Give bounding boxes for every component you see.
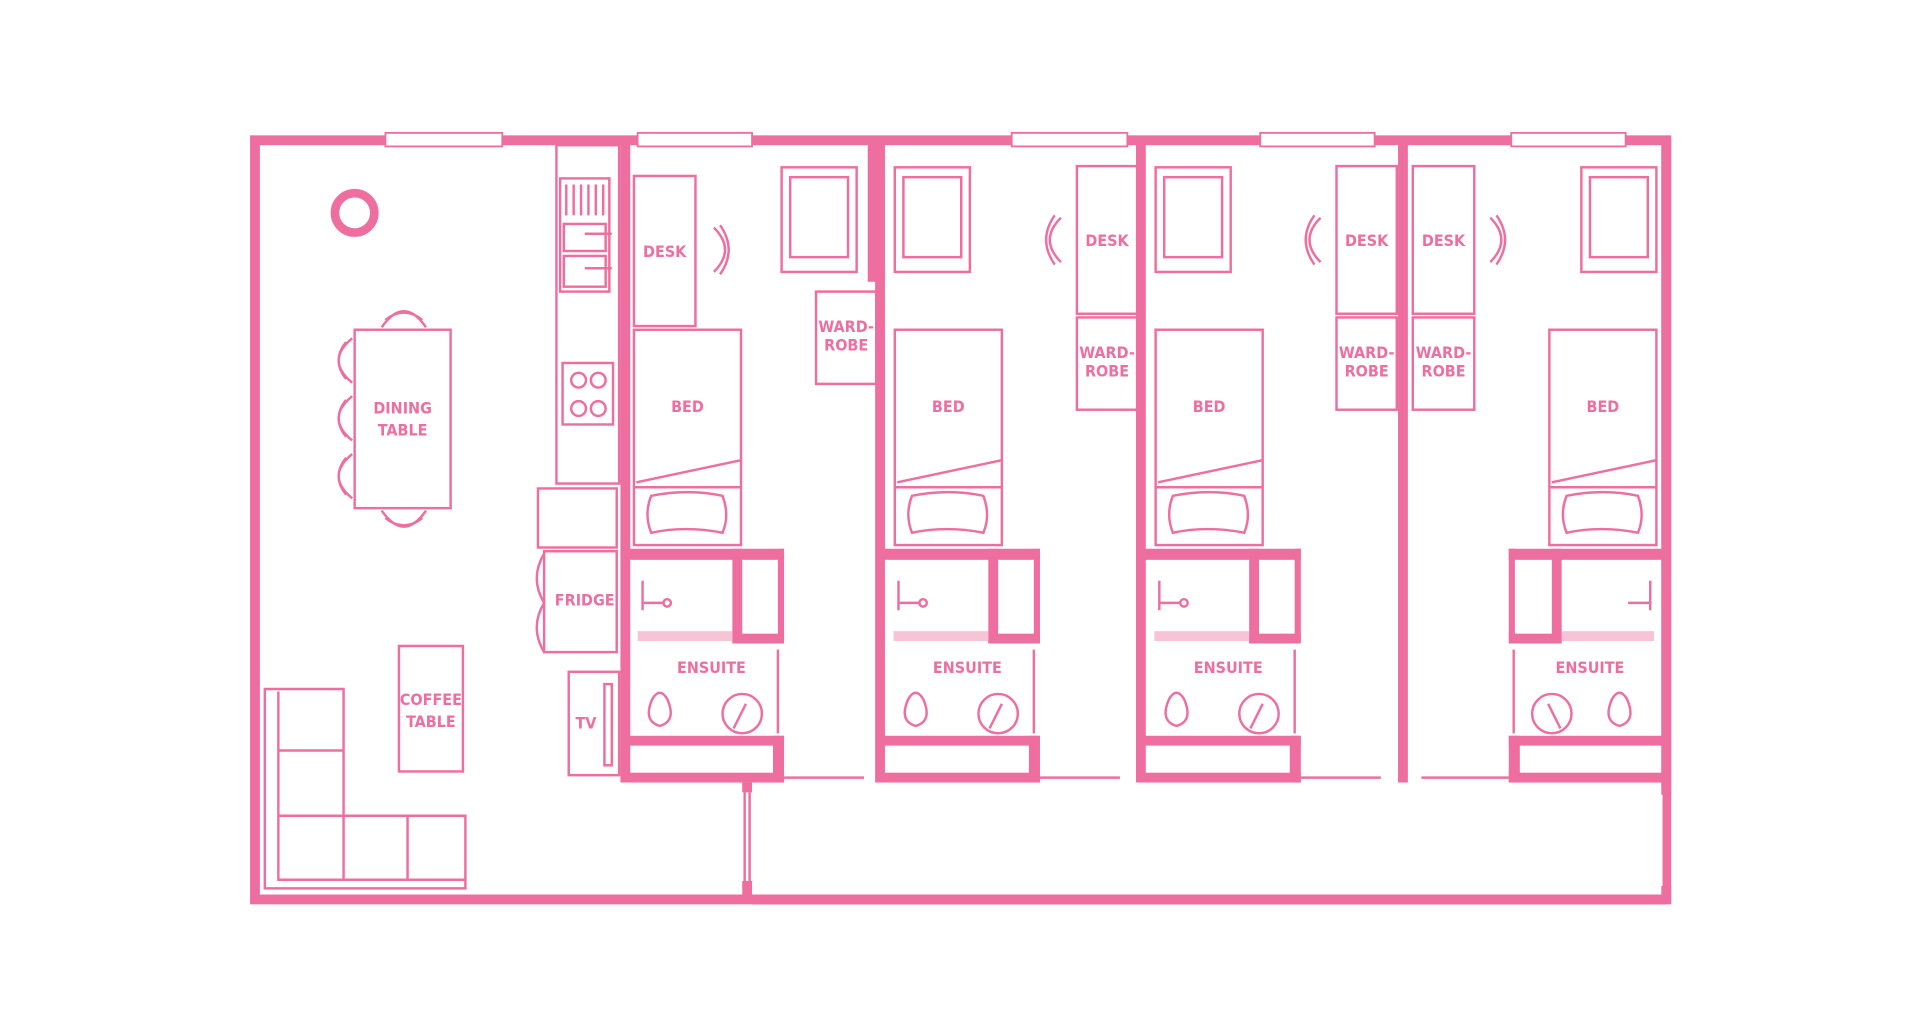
chair-icon (713, 224, 730, 276)
desk: DESK (632, 174, 697, 328)
chair-icon (1304, 214, 1322, 266)
armchair (1580, 166, 1658, 274)
pillow (646, 490, 728, 535)
bedroom-3: DESK WARD-ROBE BED ENSUITE (1144, 164, 1399, 783)
label: ROBE (1345, 362, 1389, 381)
bedroom-4: DESK WARD-ROBE BED ENSUITE (1411, 164, 1666, 783)
svg-text:DINING: DINING (373, 398, 432, 417)
bed: BED (1154, 328, 1264, 547)
label: ROBE (1421, 362, 1465, 381)
basin-icon (1238, 692, 1280, 735)
armchair (780, 166, 858, 274)
tap-icon (897, 580, 921, 611)
dining-table: DINING TABLE (337, 310, 452, 528)
svg-text:COFFEE: COFFEE (400, 690, 462, 709)
pillow (907, 490, 989, 535)
bed: BED (893, 328, 1004, 547)
label: ENSUITE (933, 658, 1002, 677)
fridge: FRIDGE (535, 549, 618, 654)
window (384, 131, 504, 148)
armchair (1154, 166, 1232, 274)
label: BED (671, 397, 704, 416)
sofa (263, 687, 467, 890)
window (1010, 131, 1129, 148)
chair-icon (380, 509, 428, 528)
chair-icon (380, 310, 428, 328)
label: DESK (1345, 231, 1389, 250)
chair-icon (1489, 214, 1507, 266)
toilet-icon (1607, 691, 1632, 728)
bedroom-2: DESK WARD-ROBE BED ENSUITE (883, 164, 1139, 783)
desk: DESK (1075, 164, 1139, 315)
coffee-table: COFFEE TABLE (397, 644, 465, 773)
tv-unit: TV (567, 670, 621, 777)
label: BED (1587, 397, 1620, 416)
windows (384, 131, 1627, 148)
basin-icon (721, 692, 764, 735)
label: ENSUITE (677, 658, 746, 677)
hob-icon (561, 361, 615, 426)
svg-text:TABLE: TABLE (378, 421, 428, 440)
label: WARD- (1079, 343, 1135, 362)
desk: DESK (1335, 164, 1399, 315)
pillow (1167, 490, 1250, 535)
label: DESK (643, 242, 687, 261)
basin-icon (1530, 692, 1573, 735)
label: DESK (1422, 231, 1466, 250)
living-area: DINING TABLE FRIDGE TV (263, 143, 621, 890)
window (1259, 131, 1376, 148)
label: ENSUITE (1194, 658, 1263, 677)
label: ENSUITE (1556, 658, 1625, 677)
cabinet (536, 487, 618, 549)
svg-text:FRIDGE: FRIDGE (555, 590, 615, 609)
label: WARD- (1339, 343, 1395, 362)
wardrobe: WARD-ROBE (814, 290, 878, 386)
armchair (893, 166, 972, 274)
label: DESK (1085, 231, 1129, 250)
window (1510, 131, 1627, 148)
bed: BED (632, 328, 743, 547)
label: WARD- (818, 317, 874, 336)
ensuite: ENSUITE (1144, 548, 1381, 783)
floor-lamp (330, 188, 379, 237)
toilet-icon (647, 691, 672, 728)
exterior-walls (250, 135, 1672, 905)
tap-icon (641, 580, 665, 611)
chair-icon (1044, 214, 1062, 266)
label: ROBE (824, 336, 868, 355)
toilet-icon (903, 691, 928, 728)
bedroom-1: DESK WARD-ROBE BED ENSUITE (627, 166, 878, 783)
ensuite: ENSUITE (627, 548, 865, 783)
desk: DESK (1411, 164, 1476, 315)
tap-icon (1158, 580, 1182, 611)
bed: BED (1548, 328, 1658, 547)
ensuite: ENSUITE (883, 548, 1120, 783)
wall-nib (867, 140, 877, 282)
label: BED (1193, 397, 1226, 416)
chair-icon (337, 453, 353, 500)
tap-icon (1628, 580, 1652, 611)
svg-text:TABLE: TABLE (406, 712, 456, 731)
toilet-icon (1164, 691, 1189, 728)
wardrobe: WARD-ROBE (1335, 316, 1399, 411)
label: ROBE (1085, 362, 1129, 381)
pillow (1561, 490, 1643, 535)
label: WARD- (1416, 343, 1472, 362)
svg-text:TV: TV (575, 713, 597, 732)
basin-icon (977, 692, 1020, 735)
kitchen-counter (555, 143, 621, 485)
wardrobe: WARD-ROBE (1075, 316, 1139, 411)
ensuite: ENSUITE (1421, 548, 1666, 783)
window (636, 131, 753, 148)
wardrobe: WARD-ROBE (1411, 316, 1476, 411)
chair-icon (337, 395, 353, 442)
chair-icon (337, 337, 353, 384)
label: BED (932, 397, 965, 416)
